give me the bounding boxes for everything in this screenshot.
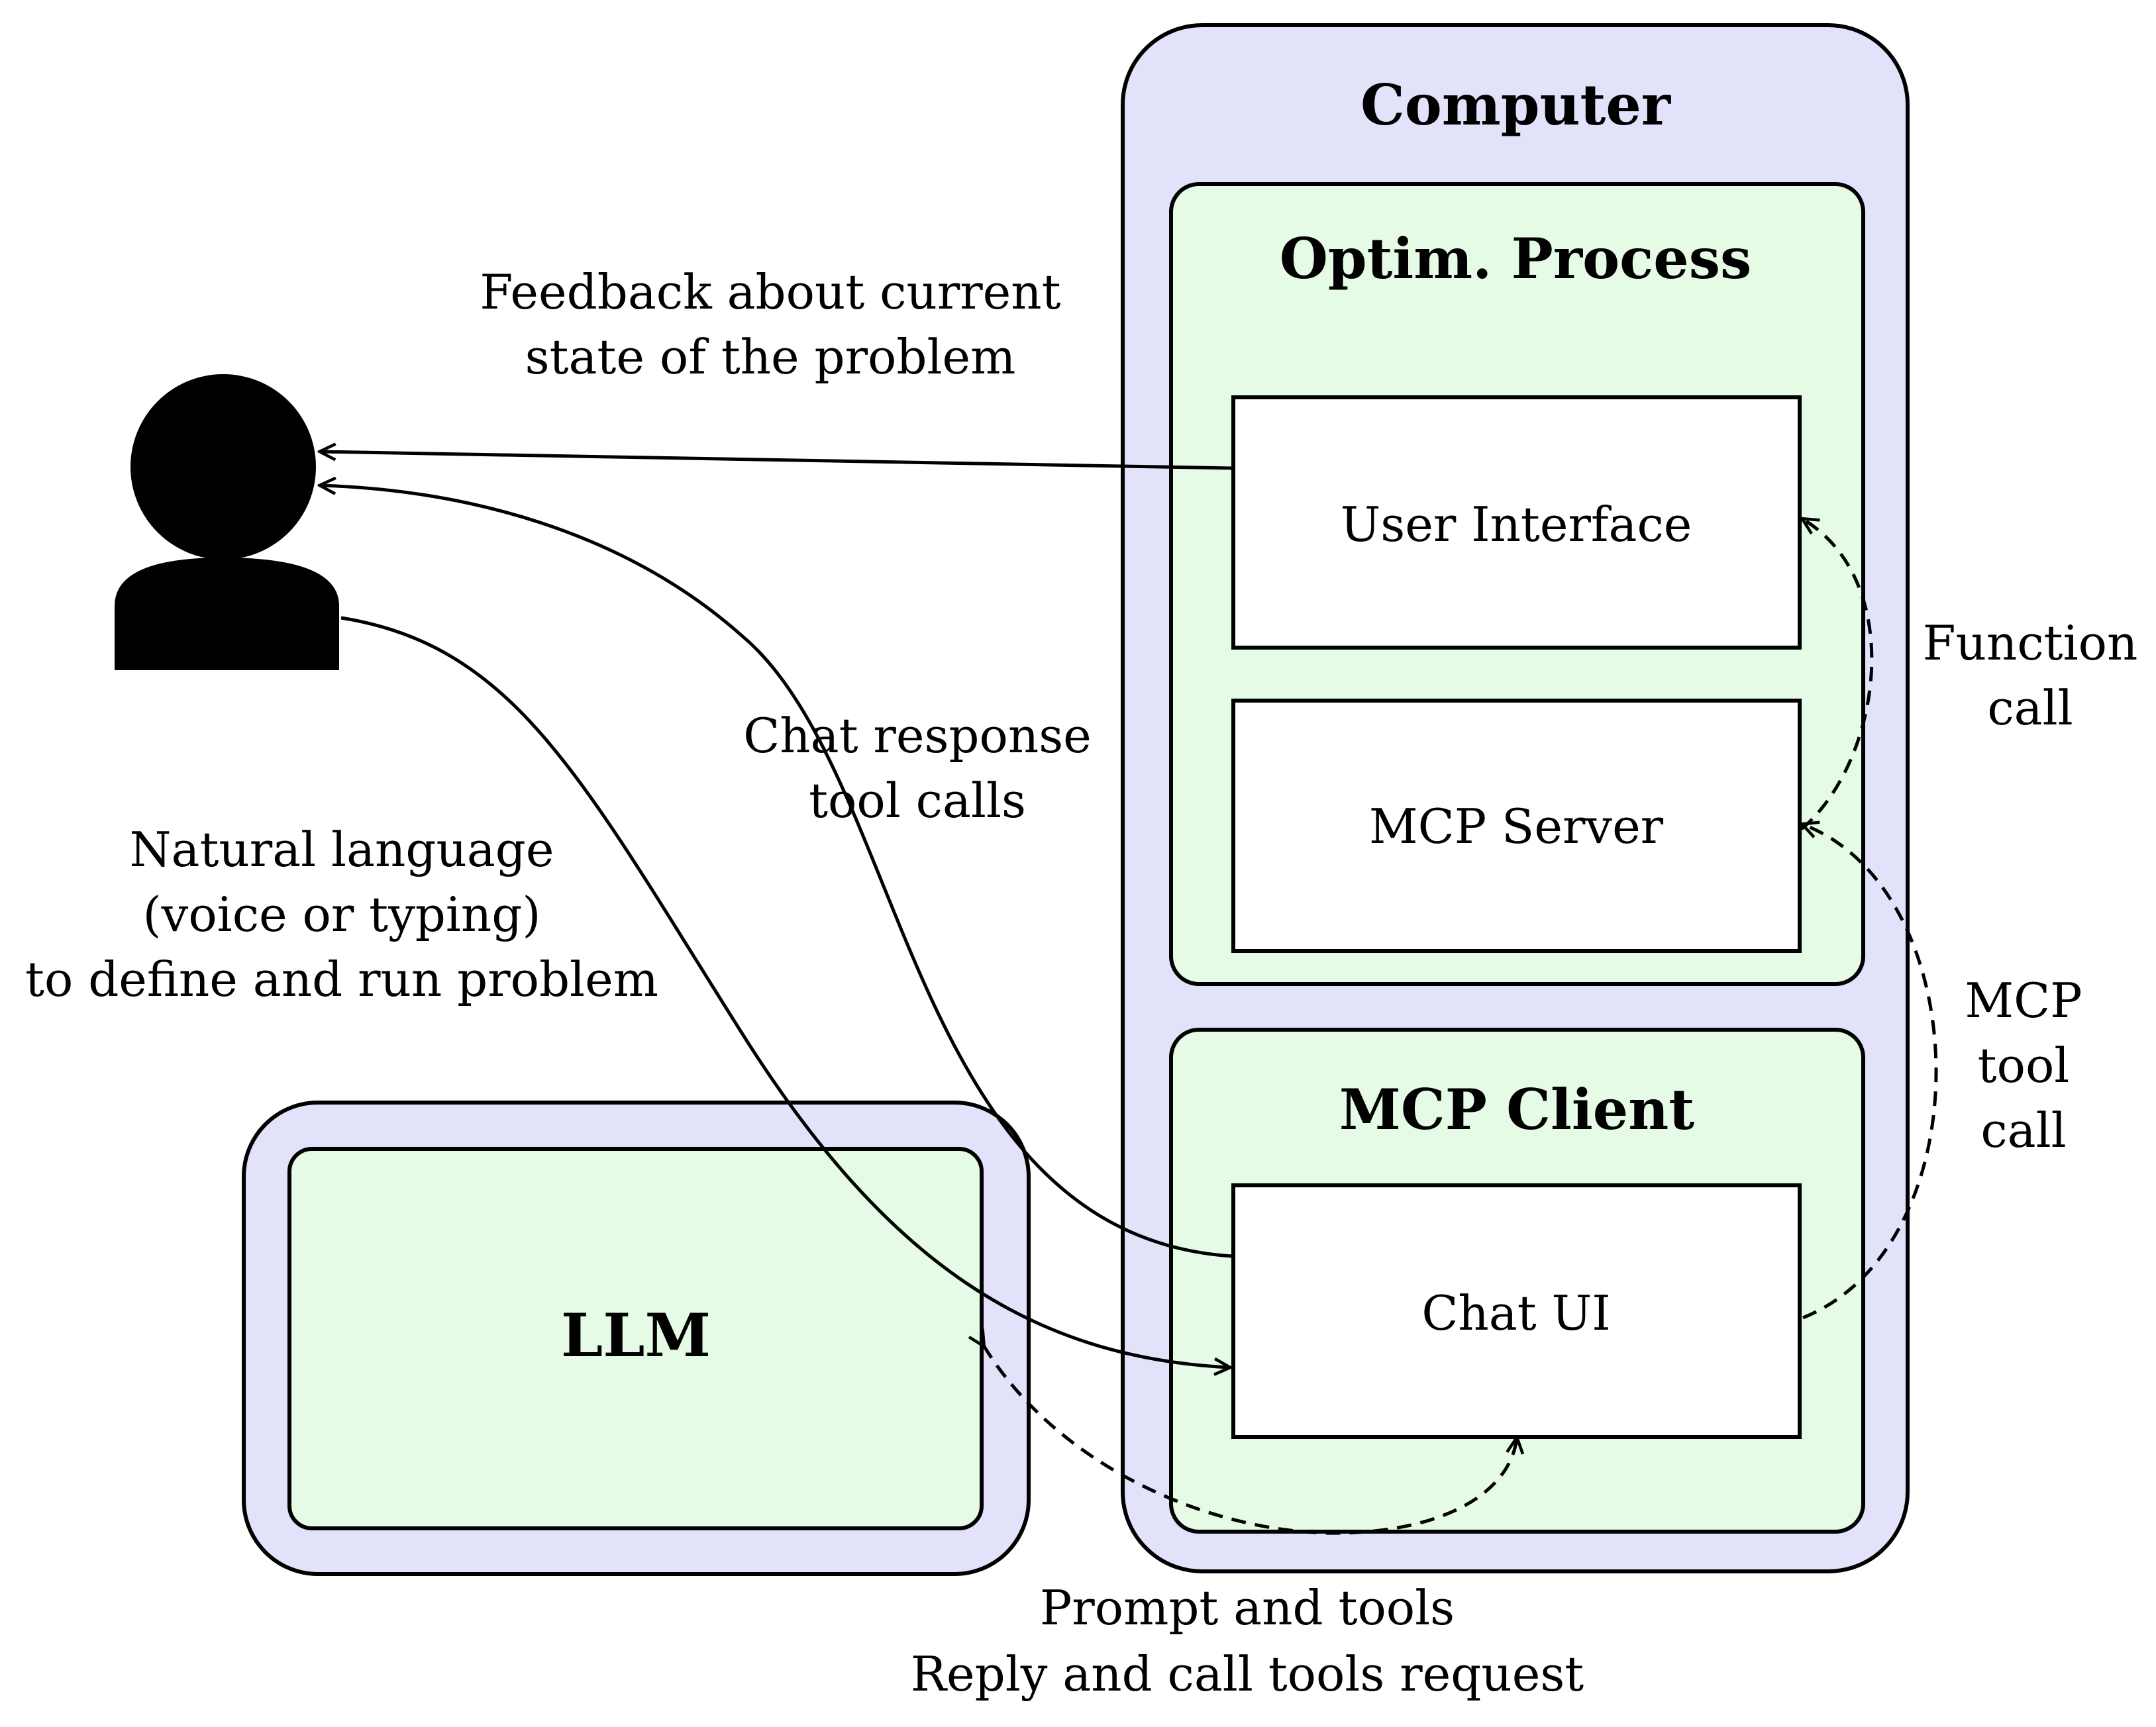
prompt-tools-label-line-2: Reply and call tools request (911, 1646, 1584, 1702)
mcp-tool-call-label-line-3: call (1980, 1103, 2066, 1158)
chat-response-label-line-1: Chat response (743, 708, 1092, 764)
feedback-arrow (321, 452, 1233, 470)
chat-response-arrow (321, 485, 1233, 1258)
mcp-client-title: MCP Client (1339, 1077, 1694, 1142)
computer-title: Computer (1360, 72, 1672, 138)
feedback-label-line-2: state of the problem (525, 329, 1016, 385)
prompt-tools-arrow (984, 1346, 1517, 1535)
llm-label: LLM (561, 1301, 711, 1371)
optim-process-title: Optim. Process (1280, 226, 1752, 291)
user-interface-label: User Interface (1341, 497, 1692, 552)
natural-language-label-line-1: Natural language (130, 822, 554, 877)
mcp-tool-call-label-line-1: MCP (1965, 973, 2082, 1028)
mcp-tool-call-arrow (1803, 824, 1938, 1320)
function-call-label-line-2: call (1987, 680, 2073, 736)
chat-ui-label: Chat UI (1421, 1285, 1610, 1341)
feedback-label-line-1: Feedback about current (480, 264, 1060, 320)
mcp-server-label: MCP Server (1369, 799, 1664, 854)
natural-language-label-line-2: (voice or typing) (143, 887, 541, 942)
user-icon (115, 374, 339, 670)
natural-language-label-line-3: to define and run problem (25, 952, 658, 1007)
function-call-label-line-1: Function (1923, 615, 2138, 671)
function-call-arrow (1802, 519, 1874, 830)
chat-response-label-line-2: tool calls (809, 773, 1026, 828)
prompt-tools-label-line-1: Prompt and tools (1040, 1580, 1455, 1636)
user-interface-box (1231, 395, 1802, 650)
mcp-tool-call-label-line-2: tool (1978, 1038, 2070, 1093)
